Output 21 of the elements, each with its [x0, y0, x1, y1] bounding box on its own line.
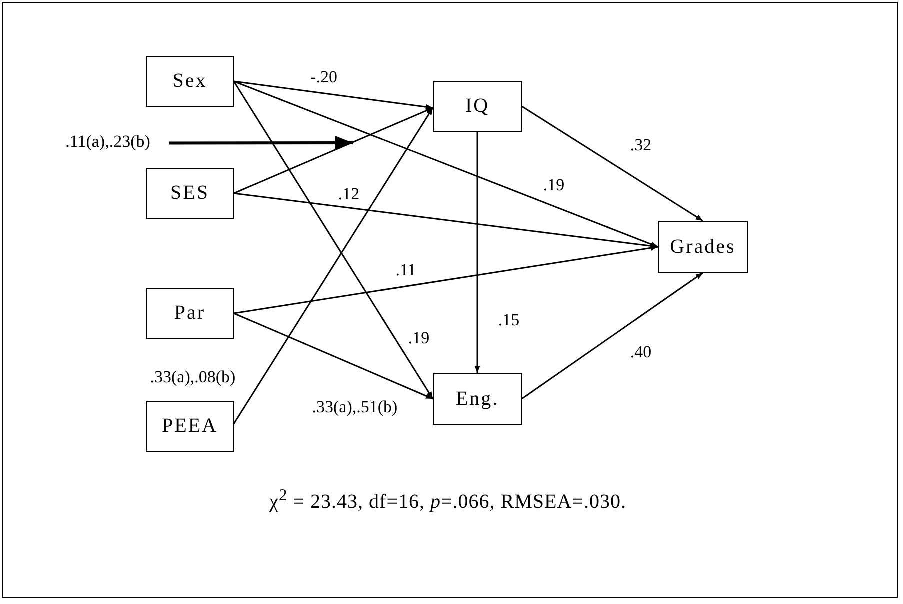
path-coefficient: .11(a),.23(b) [47, 129, 169, 155]
variable-box: SES [146, 168, 234, 219]
fit-statistics-caption: χ$^{2}$ = 23.43, df=16, p=.066, RMSEA=.030. [268, 485, 628, 514]
variable-box: Eng. [433, 373, 522, 425]
arrow [522, 106, 704, 222]
arrow [234, 107, 434, 194]
variable-box: IQ [433, 81, 522, 132]
arrow [234, 80, 434, 110]
edge-label: .33(a),.08(b) [148, 368, 238, 388]
variable-box: Par [146, 288, 234, 339]
arrow [169, 136, 353, 150]
arrow [234, 312, 434, 400]
arrow [234, 192, 658, 249]
arrow [474, 132, 480, 373]
arrow [234, 245, 658, 314]
edge-label: .33(a),.51(b) [310, 398, 400, 418]
variable-box: Sex [146, 56, 234, 107]
arrow [522, 272, 704, 400]
variable-box: PEEA [146, 401, 234, 452]
variable-box: Grades [658, 221, 748, 273]
arrow [234, 80, 658, 248]
